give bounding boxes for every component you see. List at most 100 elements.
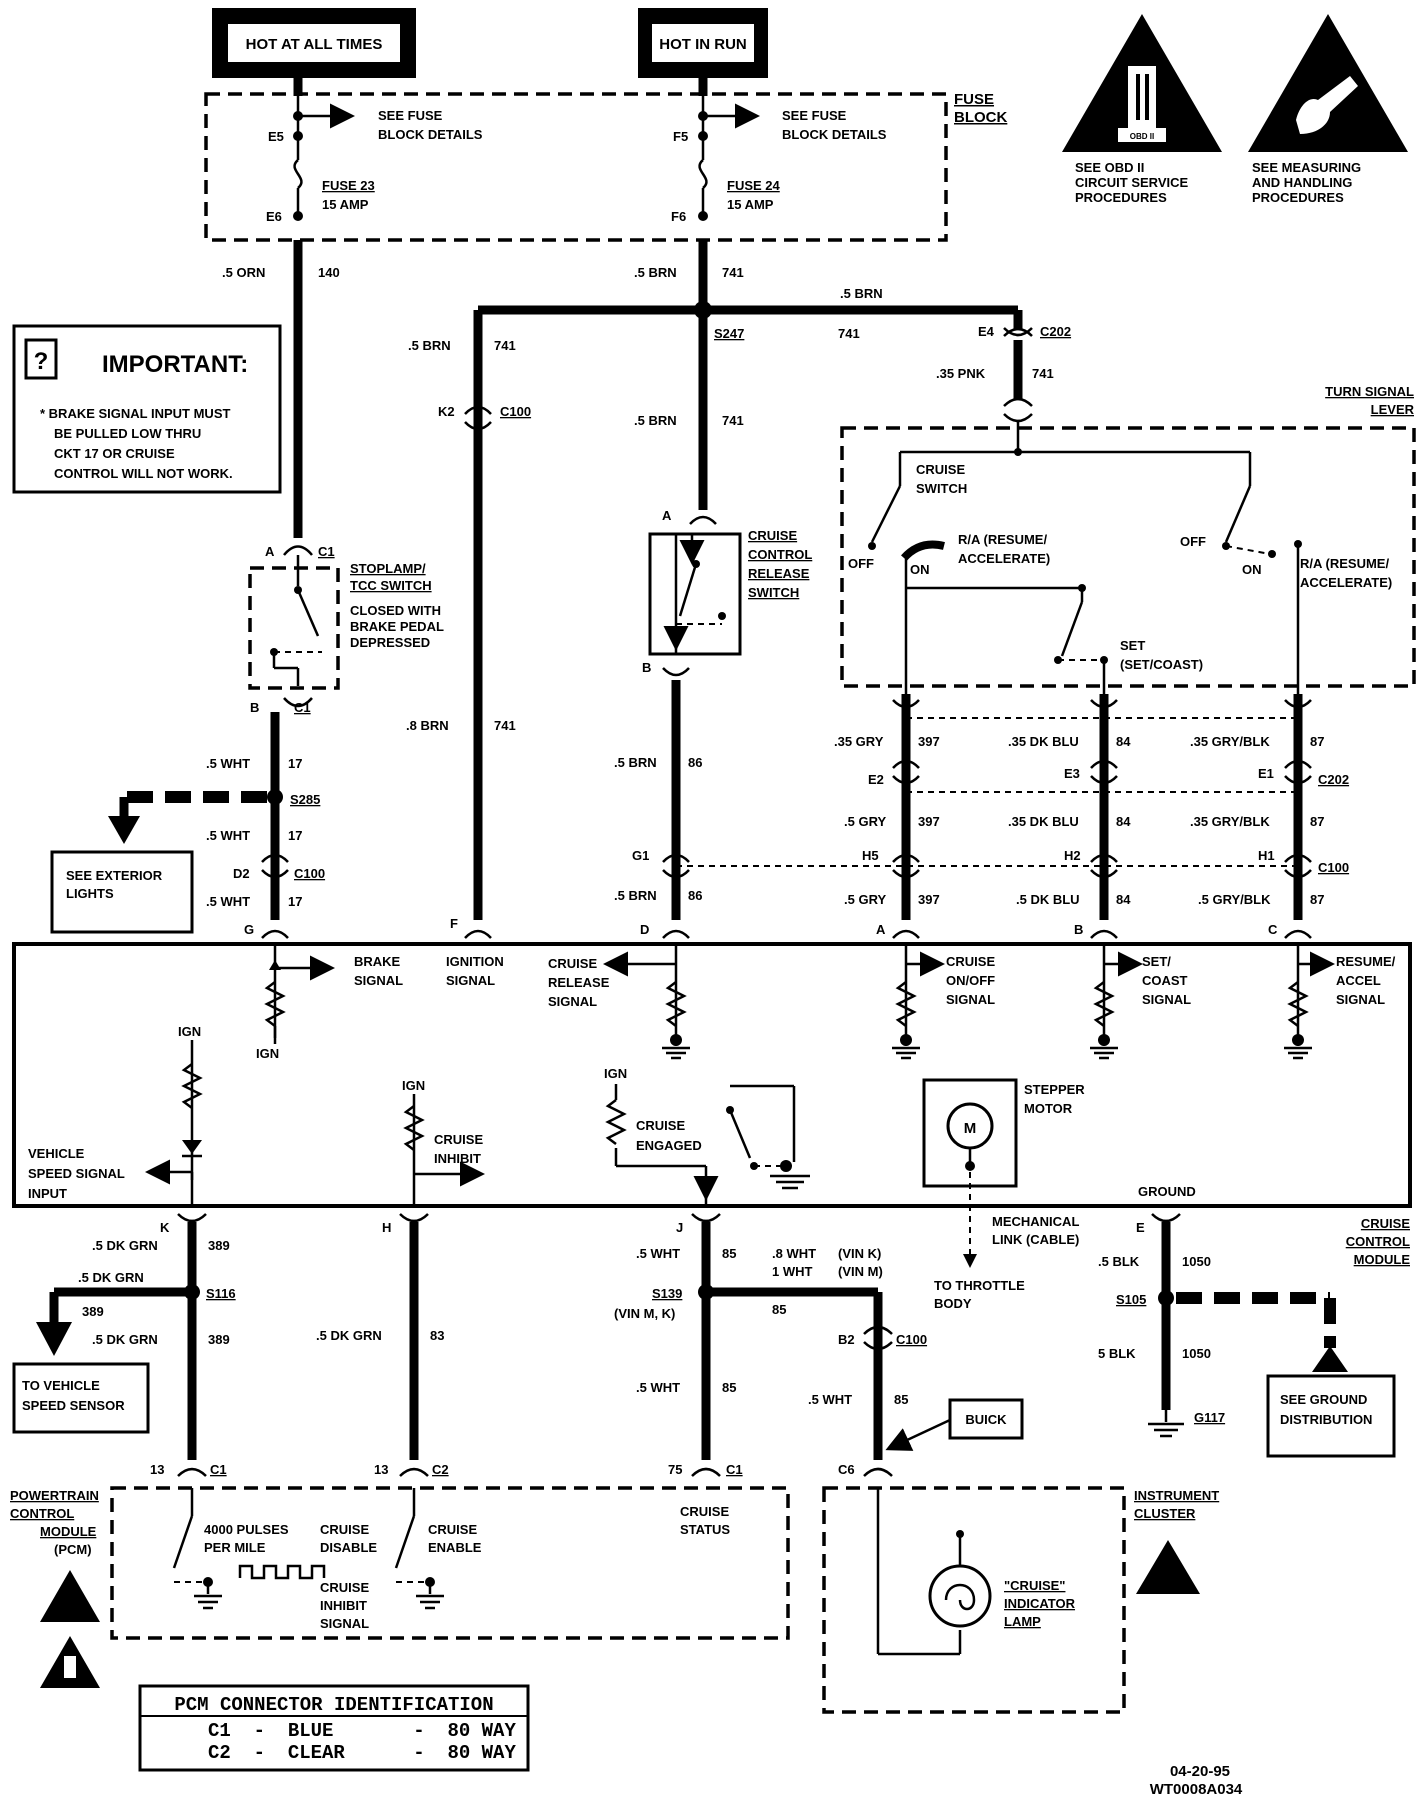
wire-1050-2: 1050 (1182, 1346, 1211, 1361)
c100-right: C100 (1318, 860, 1349, 875)
wire-85-3: 85 (722, 1380, 736, 1395)
fuse-block: FUSE BLOCK E5 E6 SEE FUSE BLOCK DETAILS … (204, 78, 1007, 242)
pcm-pin-13-c1: 13 (150, 1462, 164, 1477)
e3-label: E3 (1064, 766, 1080, 781)
important-line-2: BE PULLED LOW THRU (54, 426, 201, 441)
wire-brn-3: .5 BRN (408, 338, 451, 353)
g117-label: G117 (1194, 1410, 1225, 1425)
h1-label: H1 (1258, 848, 1275, 863)
pcm-label-1: POWERTRAIN (10, 1488, 99, 1503)
pin-d: D (640, 922, 649, 937)
important-icon: ? (34, 348, 49, 375)
g1-label: G1 (632, 848, 649, 863)
see-fuse-3: SEE FUSE (782, 108, 847, 123)
turn-signal-lever: E4 C202 .35 PNK 741 TURN SIGNAL LEVER CR… (840, 310, 1416, 694)
pulses-1: 4000 PULSES (204, 1522, 289, 1537)
stoplamp-label-3: CLOSED WITH (350, 603, 441, 618)
engaged-ign-label: IGN (604, 1066, 627, 1081)
s105-label: S105 (1116, 1292, 1146, 1307)
wire-dkgrn-4: .5 DK GRN (316, 1328, 382, 1343)
see-fuse-2: BLOCK DETAILS (378, 127, 483, 142)
pin-f: F (450, 916, 458, 931)
wire-85-1: 85 (722, 1246, 736, 1261)
wire-wht-6: .5 WHT (808, 1392, 852, 1407)
onoff-3: SIGNAL (946, 992, 995, 1007)
wire-brn-1: .5 BRN (634, 265, 677, 280)
esd-notice-1: SEE MEASURING (1252, 160, 1361, 175)
wire-dkblu35: .35 DK BLU (1008, 734, 1079, 749)
pcm-label-4: (PCM) (54, 1542, 92, 1557)
s285-label: S285 (290, 792, 320, 807)
pcm-connector-id: PCM CONNECTOR IDENTIFICATION C1 - BLUE -… (138, 1684, 530, 1772)
obd-notice-1: SEE OBD II (1075, 160, 1144, 175)
pin-g: G (244, 922, 254, 937)
wire-17-3: 17 (288, 894, 302, 909)
c100-left: C100 (294, 866, 325, 881)
wire-741-3: 741 (494, 338, 516, 353)
mech-link-1: MECHANICAL (992, 1214, 1079, 1229)
release-signal-3: SIGNAL (548, 994, 597, 1009)
wire-blk5: .5 BLK (1098, 1254, 1140, 1269)
stoplamp-label-5: DEPRESSED (350, 635, 430, 650)
fuse-23-name: FUSE 23 (322, 178, 375, 193)
wire-741-1: 741 (722, 265, 744, 280)
s247-label: S247 (714, 326, 744, 341)
pcm-id-row-2: C2 - CLEAR - 80 WAY (208, 1742, 516, 1764)
enable-1: CRUISE (428, 1522, 477, 1537)
wire-wht-2: .5 WHT (206, 828, 250, 843)
ignition-circuit: .5 BRN 741 .5 BRN S247 741 .5 BRN 741 K2… (406, 240, 1018, 939)
ra-left-2: ACCELERATE) (958, 551, 1050, 566)
obd-symbol-text: OBD II (1130, 132, 1154, 141)
wire-pnk: .35 PNK (936, 366, 986, 381)
wire-gry35: .35 GRY (834, 734, 884, 749)
turn-label-1: TURN SIGNAL (1325, 384, 1414, 399)
off-right: OFF (1180, 534, 1206, 549)
fuse-23-rating: 15 AMP (322, 197, 369, 212)
engaged-2: ENGAGED (636, 1138, 702, 1153)
wire-vin-k: (VIN K) (838, 1246, 881, 1261)
lower-circuits: K .5 DK GRN 389 .5 DK GRN S116 389 .5 DK… (12, 1172, 1396, 1477)
throttle-1: TO THROTTLE (934, 1278, 1025, 1293)
c1-stoplamp-bottom: C1 (294, 700, 311, 715)
see-ground-1: SEE GROUND (1280, 1392, 1367, 1407)
set-3: SIGNAL (1142, 992, 1191, 1007)
ignition-signal-1: IGNITION (446, 954, 504, 969)
inh-sig-2: INHIBIT (320, 1598, 367, 1613)
important-line-1: * BRAKE SIGNAL INPUT MUST (40, 406, 230, 421)
ignition-signal-2: SIGNAL (446, 973, 495, 988)
wire-brn8: .8 BRN (406, 718, 449, 733)
hot-in-run-label: HOT IN RUN (659, 36, 747, 53)
pcm-id-title: PCM CONNECTOR IDENTIFICATION (174, 1694, 493, 1716)
module-label-2: CONTROL (1346, 1234, 1410, 1249)
release-pin-a: A (662, 508, 672, 523)
release-label-2: CONTROL (748, 547, 812, 562)
disable-2: DISABLE (320, 1540, 377, 1555)
brake-circuit: .5 ORN 140 A C1 STOPLAMP/ TCC SWITCH CLO… (50, 240, 444, 939)
enable-2: ENABLE (428, 1540, 482, 1555)
resume-input: RESUME/ ACCEL SIGNAL (1284, 944, 1396, 1060)
inh-sig-3: SIGNAL (320, 1616, 369, 1631)
hot-at-all-times-label: HOT AT ALL TIMES (246, 36, 383, 53)
pcm-label-3: MODULE (40, 1524, 97, 1539)
see-ext-1: SEE EXTERIOR (66, 868, 163, 883)
esd-notice: SEE MEASURING AND HANDLING PROCEDURES (1248, 14, 1408, 205)
resume-1: RESUME/ (1336, 954, 1396, 969)
wire-wht8: .8 WHT (772, 1246, 816, 1261)
c1-stoplamp-top: C1 (318, 544, 335, 559)
c100-k2: C100 (500, 404, 531, 419)
wire-83: 83 (430, 1328, 444, 1343)
wire-wht-1: .5 WHT (206, 756, 250, 771)
wire-gry5-2: .5 GRY (844, 892, 886, 907)
wire-brn-6: .5 BRN (614, 888, 657, 903)
motor-symbol: M (964, 1120, 977, 1137)
inh-sig-1: CRUISE (320, 1580, 369, 1595)
fuse-24-rating: 15 AMP (727, 197, 774, 212)
cruise-switch-label-2: SWITCH (916, 481, 967, 496)
lamp-label-1: "CRUISE" (1004, 1578, 1065, 1593)
wire-741-6: 741 (1032, 366, 1054, 381)
wire-741-4: 741 (494, 718, 516, 733)
e4-label: E4 (978, 324, 995, 339)
vss-ign-label: IGN (178, 1024, 201, 1039)
pin-c: C (1268, 922, 1278, 937)
ground-label: GROUND (1138, 1184, 1196, 1199)
